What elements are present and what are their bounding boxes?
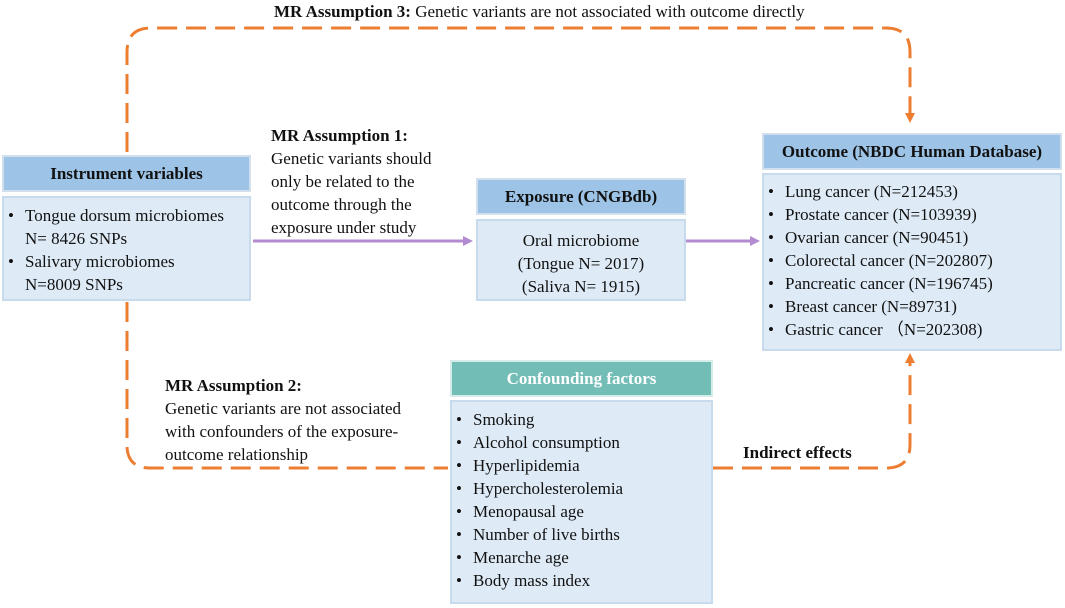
confounding-item: Alcohol consumption: [452, 431, 711, 454]
indirect-effects-label: Indirect effects: [743, 443, 852, 462]
confounding-item: Body mass index: [452, 569, 711, 592]
exposure-header: Exposure (CNGBdb): [476, 178, 686, 215]
confounding-item: Number of live births: [452, 523, 711, 546]
confounding-box: Smoking Alcohol consumption Hyperlipidem…: [450, 400, 713, 604]
outcome-header: Outcome (NBDC Human Database): [762, 133, 1062, 170]
assumption3-dashed-arrow: [125, 26, 915, 152]
assumption1-line: exposure under study: [271, 218, 417, 237]
assumption2-line: outcome relationship: [165, 445, 309, 464]
assumption2-label: MR Assumption 2:: [165, 376, 302, 395]
instrument-item: Tongue dorsum microbiomes N= 8426 SNPs: [4, 204, 249, 250]
assumption1-line: only be related to the: [271, 172, 415, 191]
instrument-item-name: Tongue dorsum microbiomes: [25, 206, 225, 225]
assumption1-line: outcome through the: [271, 195, 412, 214]
outcome-item: Pancreatic cancer (N=196745): [764, 272, 1060, 295]
assumption2-line: with confounders of the exposure-: [165, 422, 399, 441]
assumption3-description: Genetic variants are not associated with…: [415, 2, 805, 21]
outcome-item: Ovarian cancer (N=90451): [764, 226, 1060, 249]
instrument-header: Instrument variables: [2, 155, 251, 192]
confounding-header: Confounding factors: [450, 360, 713, 397]
exposure-line: (Tongue N= 2017): [517, 254, 645, 273]
outcome-item: Gastric cancer （N=202308): [764, 318, 1060, 341]
assumption1-block: MR Assumption 1: Genetic variants should…: [271, 124, 432, 239]
confounding-item: Menopausal age: [452, 500, 711, 523]
instrument-box: Tongue dorsum microbiomes N= 8426 SNPs S…: [2, 196, 251, 301]
assumption2-block: MR Assumption 2: Genetic variants are no…: [165, 374, 401, 466]
instrument-item-snps: N=8009 SNPs: [25, 275, 123, 294]
exposure-line: (Saliva N= 1915): [521, 277, 641, 296]
instrument-item-snps: N= 8426 SNPs: [25, 229, 128, 248]
outcome-item: Breast cancer (N=89731): [764, 295, 1060, 318]
instrument-item: Salivary microbiomes N=8009 SNPs: [4, 250, 249, 296]
exposure-box: Oral microbiome (Tongue N= 2017) (Saliva…: [476, 219, 686, 301]
exposure-line: Oral microbiome: [522, 231, 640, 250]
outcome-item: Prostate cancer (N=103939): [764, 203, 1060, 226]
outcome-box: Lung cancer (N=212453) Prostate cancer (…: [762, 173, 1062, 351]
indirect-effects-dashed-arrow: [713, 353, 915, 470]
confounding-item: Hypercholesterolemia: [452, 477, 711, 500]
assumption2-line: Genetic variants are not associated: [165, 399, 402, 418]
assumption2-dashed-path: [125, 302, 448, 470]
confounding-item: Menarche age: [452, 546, 711, 569]
confounding-item: Hyperlipidemia: [452, 454, 711, 477]
assumption1-line: Genetic variants should: [271, 149, 432, 168]
assumption1-label: MR Assumption 1:: [271, 126, 408, 145]
assumption3-text: MR Assumption 3: Genetic variants are no…: [274, 0, 805, 23]
confounding-item: Smoking: [452, 408, 711, 431]
assumption3-label: MR Assumption 3:: [274, 2, 411, 21]
instrument-item-name: Salivary microbiomes: [25, 252, 175, 271]
outcome-item: Colorectal cancer (N=202807): [764, 249, 1060, 272]
outcome-item: Lung cancer (N=212453): [764, 180, 1060, 203]
